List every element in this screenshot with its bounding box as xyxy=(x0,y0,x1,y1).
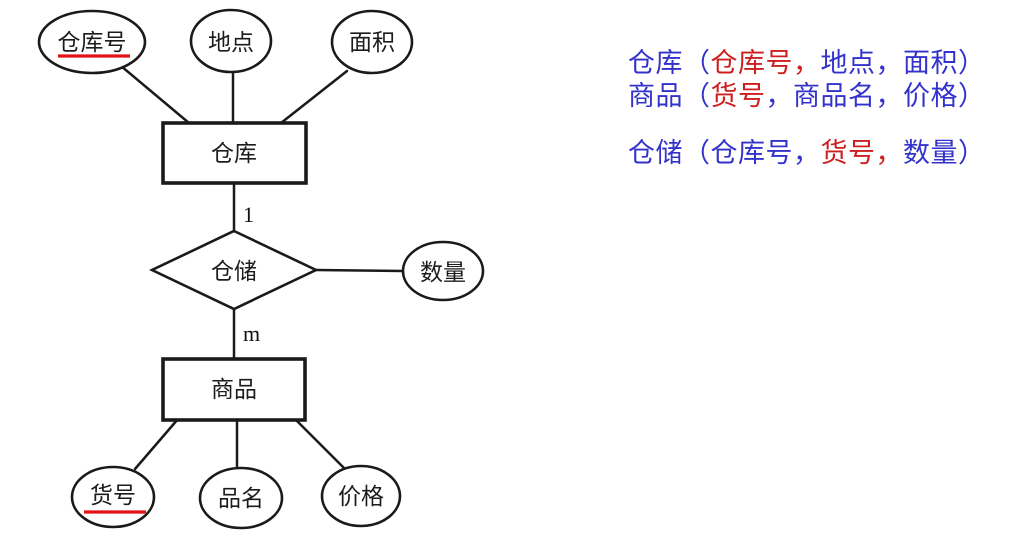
schema-segment: ，商品名，价格） xyxy=(765,81,986,111)
edge-area-warehouse xyxy=(279,69,349,125)
schema-line-storage: 仓储（仓库号，货号，数量） xyxy=(628,137,986,170)
entity-label-product: 商品 xyxy=(211,377,257,402)
schema-segment: 仓库（ xyxy=(628,48,711,78)
entity-label-warehouse: 仓库 xyxy=(211,141,257,166)
relationship-diamond-storage xyxy=(148,229,320,311)
edge-storage-quantity xyxy=(314,268,406,273)
edge-product-itemid xyxy=(133,417,180,471)
attribute-label-item-name: 品名 xyxy=(218,486,264,511)
schema-line-product: 商品（货号，商品名，价格） xyxy=(628,80,986,113)
schema-key-segment: 货号， xyxy=(820,138,903,168)
attribute-ellipse-item-name xyxy=(198,466,284,530)
schema-segment: 地点，面积） xyxy=(820,48,986,78)
attribute-label-area: 面积 xyxy=(349,30,395,55)
cardinality-many-label: m xyxy=(243,321,260,346)
attribute-label-item-id: 货号 xyxy=(90,483,136,508)
edge-product-price xyxy=(293,417,346,470)
relationship-label-storage: 仓储 xyxy=(211,259,257,284)
entity-box-warehouse xyxy=(161,121,308,185)
attribute-label-price: 价格 xyxy=(338,484,384,509)
schema-key-segment: 仓库号， xyxy=(710,48,821,78)
attribute-label-location: 地点 xyxy=(208,30,254,55)
schema-segment: 商品（ xyxy=(628,81,711,111)
schema-key-segment: 货号 xyxy=(710,81,766,111)
attribute-label-warehouse-id: 仓库号 xyxy=(58,30,127,55)
schema-segment: 仓储（仓库号， xyxy=(628,138,821,168)
relational-schema-text: 仓库（仓库号，地点，面积） 商品（货号，商品名，价格） 仓储（仓库号，货号，数量… xyxy=(628,47,986,170)
attribute-ellipse-area xyxy=(330,9,414,75)
attribute-ellipse-price xyxy=(320,464,402,528)
cardinality-one-label: 1 xyxy=(243,202,254,227)
attribute-ellipse-location xyxy=(189,8,273,74)
schema-segment: 数量） xyxy=(903,138,986,168)
entity-box-product xyxy=(161,357,307,422)
attribute-ellipse-quantity xyxy=(401,240,485,302)
edge-warehouseid-warehouse xyxy=(119,64,191,125)
schema-line-warehouse: 仓库（仓库号，地点，面积） xyxy=(628,47,986,80)
attribute-label-quantity: 数量 xyxy=(420,260,466,285)
